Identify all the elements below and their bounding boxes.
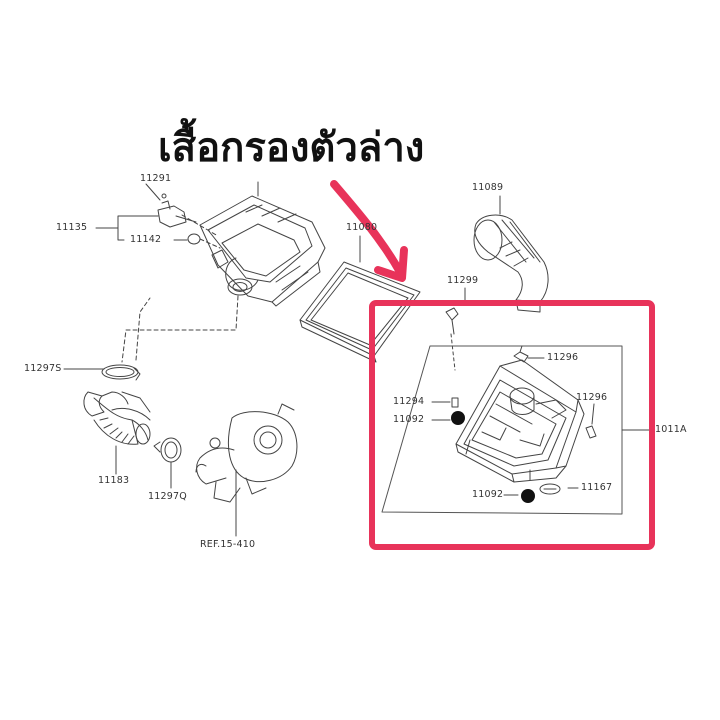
hose-clamp-11297Q	[153, 437, 182, 463]
part-label-11089: 11089	[472, 182, 504, 193]
part-label-11092-upper: 11092	[393, 414, 425, 425]
pin-11294	[451, 397, 459, 408]
part-label-11092-lower: 11092	[472, 489, 504, 500]
part-label-11135: 11135	[56, 222, 88, 233]
air-duct	[473, 214, 549, 313]
upper-air-cleaner-case	[199, 181, 326, 307]
cap-11167	[539, 483, 561, 495]
clip-upper	[513, 345, 529, 363]
part-label-11167: 11167	[581, 482, 613, 493]
grommet-lower	[521, 489, 535, 503]
highlight-arrow	[330, 180, 408, 282]
part-label-11294: 11294	[393, 396, 425, 407]
bolt-11299	[445, 307, 459, 335]
part-label-1011A: 1011A	[655, 424, 687, 435]
intake-hose	[83, 391, 151, 445]
part-label-11296-right: 11296	[576, 392, 608, 403]
part-label-11299: 11299	[447, 275, 479, 286]
lower-air-cleaner-case	[455, 359, 585, 483]
part-label-11183: 11183	[98, 475, 130, 486]
part-label-11080: 11080	[346, 222, 378, 233]
diagram-title: เสื้อกรองตัวล่าง	[158, 125, 425, 171]
grommet-upper	[451, 411, 465, 425]
part-label-11291: 11291	[140, 173, 172, 184]
hose-clamp-11297S	[101, 364, 141, 381]
part-label-11297Q: 11297Q	[148, 491, 187, 502]
part-label-11297S: 11297S	[24, 363, 62, 374]
part-label-11296-upper: 11296	[547, 352, 579, 363]
air-flow-sensor	[157, 193, 197, 228]
reference-label: REF.15-410	[200, 539, 256, 550]
part-label-11142: 11142	[130, 234, 162, 245]
turbocharger	[195, 403, 298, 537]
clip-right	[585, 425, 597, 439]
highlight-box	[369, 300, 655, 550]
o-ring	[187, 233, 201, 245]
